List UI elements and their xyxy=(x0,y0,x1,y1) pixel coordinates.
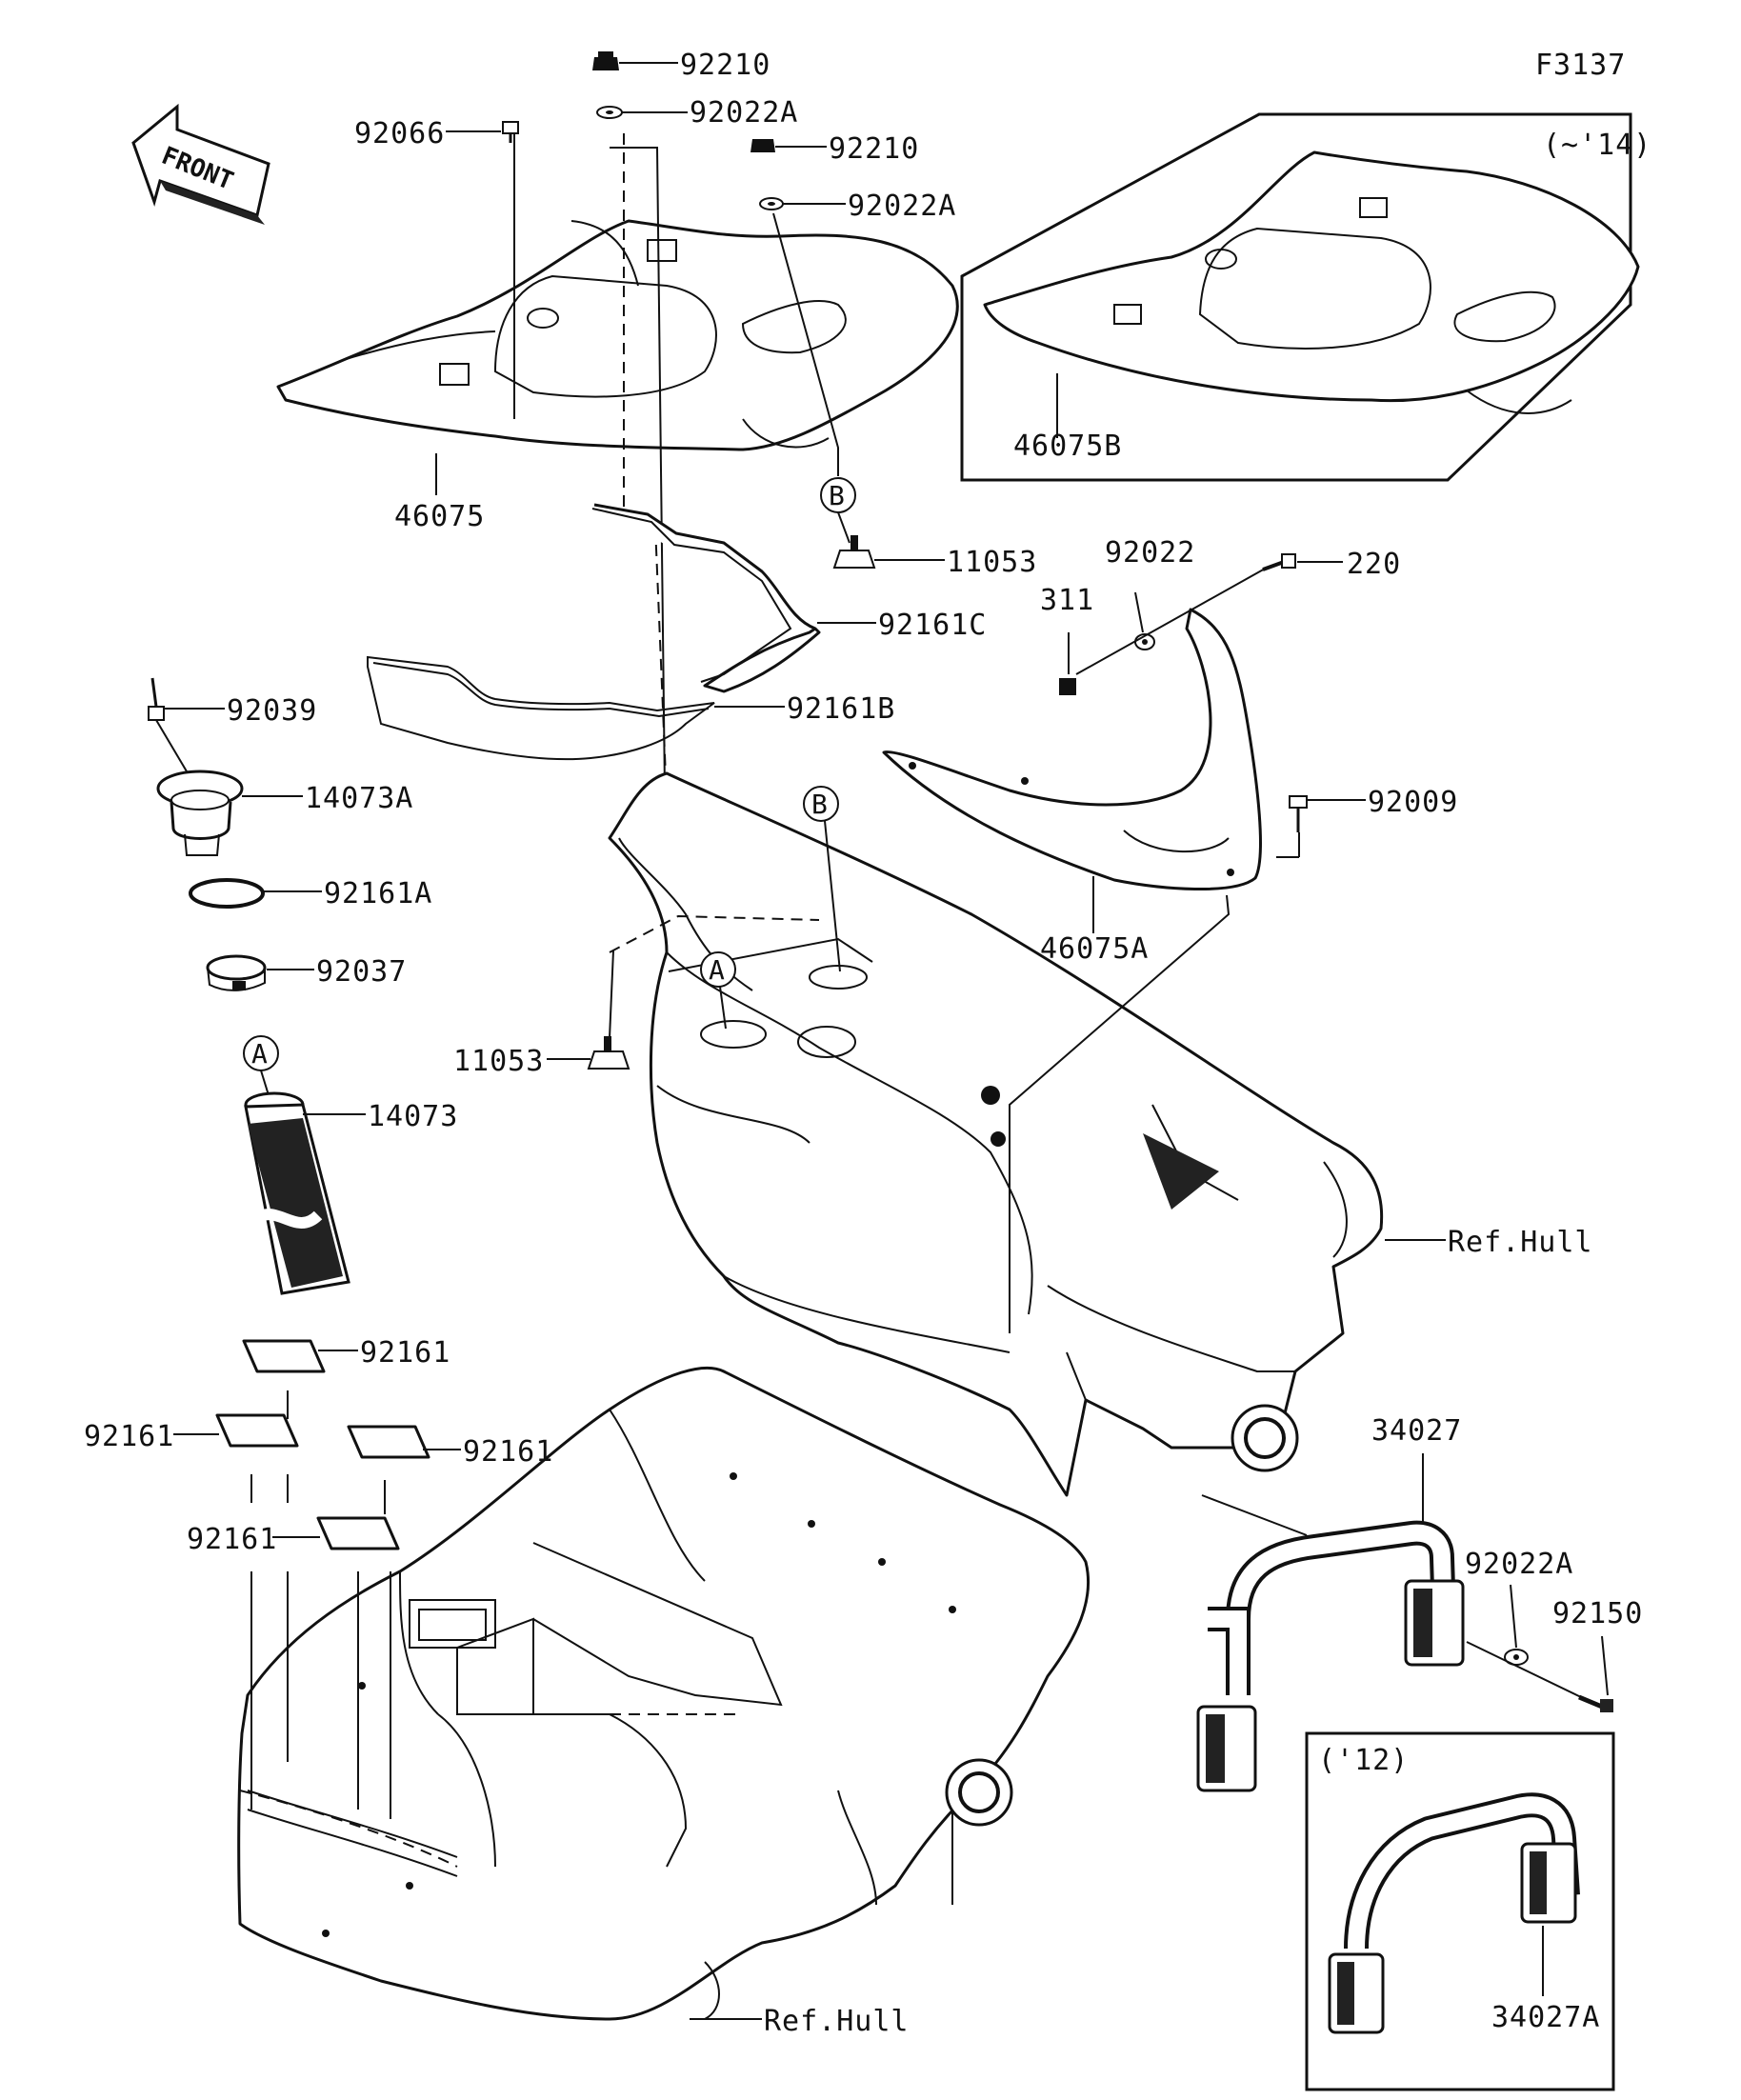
label-46075A: 46075A xyxy=(1040,932,1149,966)
label-92039: 92039 xyxy=(227,694,317,728)
clip-icon xyxy=(587,1036,630,1070)
callout-b-hull: B xyxy=(811,789,828,820)
nut-icon xyxy=(750,139,775,152)
hull-upper xyxy=(608,771,1384,1497)
fuel-cap-port xyxy=(1231,1404,1299,1472)
nut-icon xyxy=(592,51,619,70)
pad-92161-d xyxy=(316,1516,400,1550)
callout-a-left: A xyxy=(251,1038,268,1070)
oring-92161A xyxy=(189,878,265,909)
label-14073A: 14073A xyxy=(305,782,413,815)
label-92066: 92066 xyxy=(354,117,445,150)
variant-label-up-to-2014: (~'14) xyxy=(1543,129,1651,162)
variant-label-2012: ('12) xyxy=(1318,1744,1409,1777)
bolt-icon xyxy=(148,677,165,721)
deck-cover-46075 xyxy=(276,219,959,451)
label-46075B: 46075B xyxy=(1013,430,1122,463)
washer-icon xyxy=(1504,1649,1529,1666)
hose-14073 xyxy=(244,1091,350,1295)
clamp-92037 xyxy=(206,954,267,991)
label-92022A-top: 92022A xyxy=(690,96,798,130)
label-ref-hull-right: Ref.Hull xyxy=(1448,1226,1593,1259)
variant-box-up-to-2014: (~'14) 46075B xyxy=(960,112,1651,482)
variant-box-2012: ('12) 34027A xyxy=(1305,1731,1615,2091)
label-34027: 34027 xyxy=(1371,1414,1462,1448)
bolt-icon xyxy=(502,121,519,143)
bolt-icon xyxy=(1289,795,1308,832)
bolt-icon xyxy=(1578,1694,1613,1712)
hull-lower xyxy=(237,1366,1091,2021)
label-14073: 14073 xyxy=(368,1100,458,1133)
label-311: 311 xyxy=(1040,584,1094,617)
figure-code: F3137 xyxy=(1535,49,1626,82)
label-92210-mid: 92210 xyxy=(829,132,919,166)
gasket-92161C xyxy=(591,503,821,693)
fuel-cap-port xyxy=(945,1758,1013,1827)
washer-icon xyxy=(759,197,784,210)
label-92161A: 92161A xyxy=(324,877,432,910)
label-92022A-mid: 92022A xyxy=(848,190,956,223)
callout-a-hull: A xyxy=(709,954,725,986)
label-46075: 46075 xyxy=(394,500,485,533)
label-92161-a: 92161 xyxy=(360,1336,450,1370)
label-92022: 92022 xyxy=(1105,536,1195,570)
gasket-92161B xyxy=(367,655,715,761)
grab-handle-icon xyxy=(1196,1520,1465,1792)
label-92161-c: 92161 xyxy=(463,1435,553,1469)
label-ref-hull-bottom: Ref.Hull xyxy=(764,2005,910,2038)
front-arrow-icon: FRONT xyxy=(131,103,270,225)
label-11053-mid: 11053 xyxy=(453,1045,544,1078)
label-92161B: 92161B xyxy=(787,692,895,726)
label-92022A-bottom: 92022A xyxy=(1465,1548,1573,1581)
label-92009: 92009 xyxy=(1368,786,1458,819)
pad-92161-b xyxy=(215,1413,299,1448)
filler-neck-14073A xyxy=(156,770,244,856)
label-92037: 92037 xyxy=(316,955,407,989)
label-34027A: 34027A xyxy=(1491,2001,1600,2034)
label-92161C: 92161C xyxy=(878,609,987,642)
label-220: 220 xyxy=(1347,548,1401,581)
clip-icon xyxy=(832,535,876,569)
label-11053-top: 11053 xyxy=(947,546,1037,579)
callout-b-top: B xyxy=(829,480,845,511)
label-92150: 92150 xyxy=(1552,1597,1643,1630)
washer-icon xyxy=(596,106,623,119)
label-92161-b: 92161 xyxy=(84,1420,174,1453)
nut-icon xyxy=(1059,678,1076,695)
pad-92161-c xyxy=(347,1425,430,1459)
label-92210-top: 92210 xyxy=(680,49,770,82)
cover-46075A xyxy=(882,608,1262,891)
pad-92161-a xyxy=(242,1339,326,1373)
label-92161-d: 92161 xyxy=(187,1523,277,1556)
bolt-icon xyxy=(1262,553,1296,571)
